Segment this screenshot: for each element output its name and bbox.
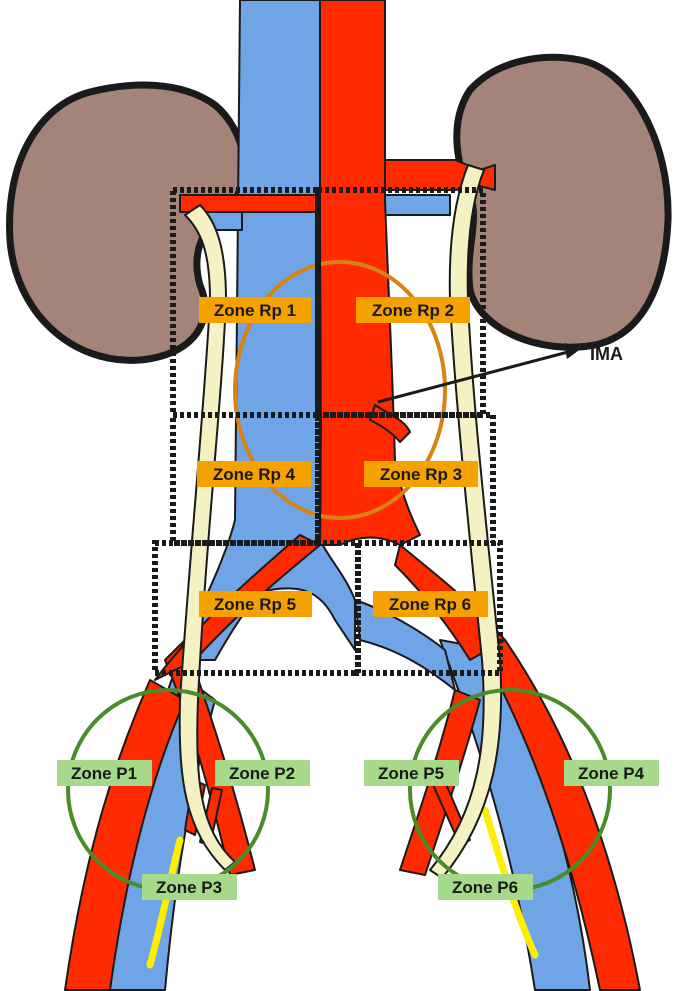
zone-rp6-label: Zone Rp 6 <box>389 595 471 614</box>
zone-p4-label: Zone P4 <box>578 764 645 783</box>
ima-arrow-line <box>377 350 569 404</box>
zone-rp2-label-bg <box>356 297 470 323</box>
zone-p3-label-bg <box>142 874 237 900</box>
zone-rp6-boundary <box>355 540 503 676</box>
zone-p5-label: Zone P5 <box>378 764 444 783</box>
left-nerve <box>146 836 184 969</box>
zone-p2-label-bg <box>215 760 310 786</box>
zone-p6-label-bg <box>438 874 533 900</box>
zone-rp3-label: Zone Rp 3 <box>380 465 462 484</box>
right-external-iliac-artery <box>464 619 641 991</box>
zone-rp3-boundary <box>315 412 496 546</box>
zone-rp5-label: Zone Rp 5 <box>214 595 296 614</box>
zone-p4-label-bg <box>564 760 659 786</box>
zone-rp3-label-bg <box>364 461 478 487</box>
zone-rp5-label-bg <box>199 591 312 617</box>
zone-rp4-label: Zone Rp 4 <box>213 465 296 484</box>
zone-rp4-boundary <box>170 412 321 546</box>
zone-p3-label: Zone P3 <box>156 878 222 897</box>
right-kidney <box>453 53 672 351</box>
zone-p2-label: Zone P2 <box>229 764 295 783</box>
pelvic-labels: Zone P1 Zone P2 Zone P3 Zone P5 Zone P4 … <box>57 760 659 900</box>
zone-rp2-boundary <box>315 187 486 418</box>
ima-label: IMA <box>590 344 623 364</box>
zone-rp1-label-bg <box>199 297 311 323</box>
zone-p6-label: Zone P6 <box>452 878 518 897</box>
ima-region-ellipse <box>233 260 447 520</box>
ima-pointer: IMA <box>377 343 623 404</box>
zone-rp4-label-bg <box>197 461 311 487</box>
kidneys <box>6 53 672 364</box>
zone-rp1-label: Zone Rp 1 <box>214 301 296 320</box>
retroperitoneal-labels: Zone Rp 1 Zone Rp 2 Zone Rp 4 Zone Rp 3 … <box>197 297 488 617</box>
zone-p1-label-bg <box>57 760 152 786</box>
zone-boundaries <box>152 187 503 676</box>
zone-p5-label-bg <box>364 760 459 786</box>
zone-rp2-label: Zone Rp 2 <box>372 301 454 320</box>
ima-arrowhead <box>564 343 582 359</box>
zone-rp6-label-bg <box>373 591 488 617</box>
zone-p1-label: Zone P1 <box>71 764 137 783</box>
